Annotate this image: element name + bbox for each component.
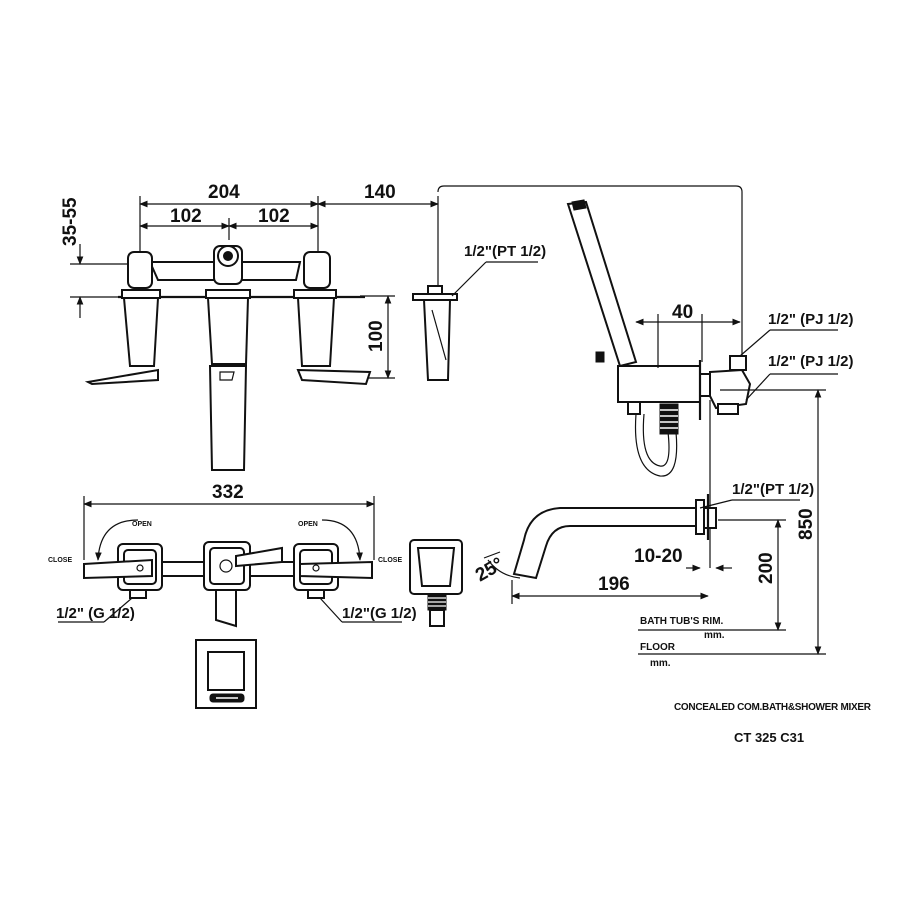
caption-title: CONCEALED COM.BATH&SHOWER MIXER (674, 702, 872, 713)
dim-102-right: 102 (258, 206, 290, 227)
spout-side-view: 1/2"(PT 1/2) 10-20 196 200 25° BATH TUB'… (472, 481, 826, 669)
label-pt-top: 1/2"(PT 1/2) (464, 243, 546, 260)
dim-204: 204 (208, 182, 240, 203)
label-pj-bottom: 1/2" (PJ 1/2) (768, 353, 854, 370)
shower-holder (617, 365, 701, 403)
label-pt-spout: 1/2"(PT 1/2) (732, 481, 814, 498)
label-pj-top: 1/2" (PJ 1/2) (768, 311, 854, 328)
dim-200: 200 (756, 552, 777, 584)
left-valve-body (84, 251, 161, 386)
dim-102-left: 102 (170, 206, 202, 227)
label-bath-rim-unit: mm. (704, 630, 725, 641)
hand-shower (566, 199, 638, 368)
caption-model: CT 325 C31 (734, 730, 804, 745)
diverter-plan (409, 539, 463, 627)
dim-850: 850 (796, 508, 817, 540)
dim-196: 196 (598, 574, 630, 595)
right-valve-body (293, 251, 372, 386)
side-elevation-view: 40 1/2" (PJ 1/2) 1/2" (PJ 1/2) 850 (566, 199, 854, 655)
label-bath-rim: BATH TUB'S RIM. (640, 616, 724, 627)
center-valve-body (205, 245, 251, 471)
dim-35-55: 35-55 (60, 197, 81, 246)
label-g-left: 1/2" (G 1/2) (56, 605, 135, 622)
dim-140: 140 (364, 182, 396, 203)
dim-40: 40 (672, 302, 693, 323)
wall-elbow (699, 355, 752, 415)
dim-angle-25: 25° (472, 554, 507, 587)
center-handle-plan (203, 541, 283, 628)
dimension-frame-line (437, 185, 743, 372)
diverter-connector (412, 285, 458, 381)
left-handle-plan (83, 543, 163, 599)
dim-100: 100 (366, 320, 387, 352)
label-g-right: 1/2"(G 1/2) (342, 605, 417, 622)
dim-10-20: 10-20 (634, 546, 683, 567)
label-open-right: OPEN (298, 521, 318, 528)
label-floor: FLOOR (640, 642, 676, 653)
bath-spout (512, 507, 697, 580)
dim-332: 332 (212, 482, 244, 503)
hose-nut (659, 403, 679, 435)
plan-view: 332 OPEN OPEN CLOSE CLOSE (48, 482, 463, 709)
label-close-left: CLOSE (48, 557, 72, 564)
label-open-left: OPEN (132, 521, 152, 528)
right-handle-plan (293, 543, 373, 599)
front-elevation-view: 204 102 102 140 35-55 100 (60, 182, 546, 471)
spout-outlet-plan (195, 639, 257, 709)
label-floor-unit: mm. (650, 658, 671, 669)
label-close-right: CLOSE (378, 557, 402, 564)
